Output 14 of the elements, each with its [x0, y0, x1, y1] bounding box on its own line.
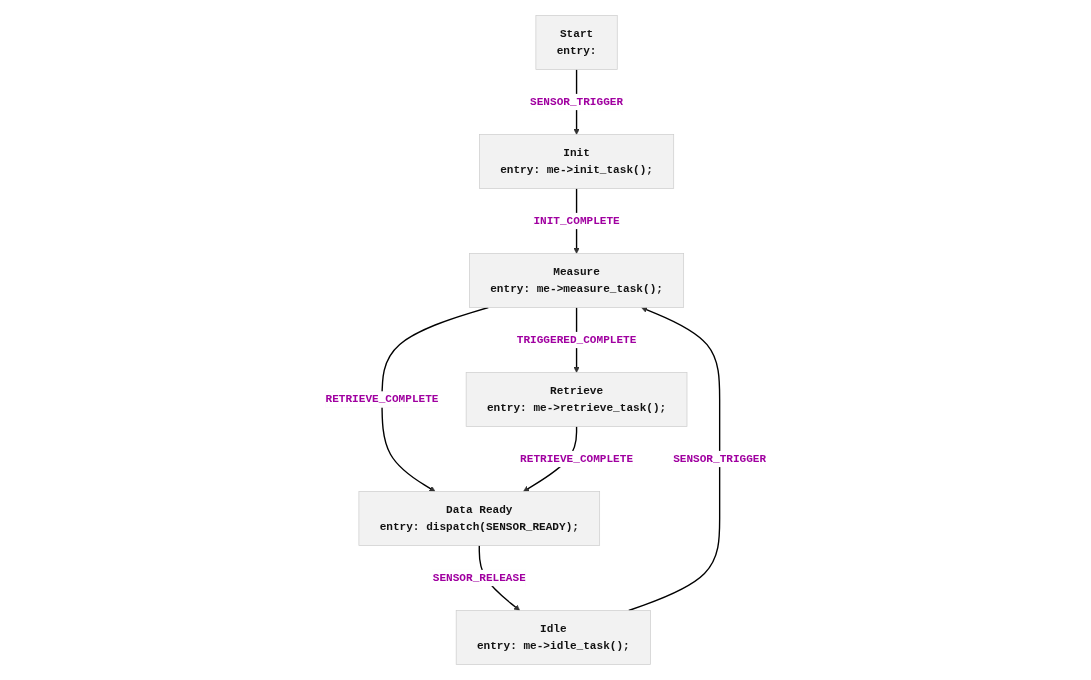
edge-label: SENSOR_RELEASE [432, 571, 526, 585]
edge-label: TRIGGERED_COMPLETE [516, 333, 637, 347]
node-box: Retrieve entry: me->retrieve_task(); [465, 372, 687, 427]
edge-label: RETRIEVE_COMPLETE [325, 393, 439, 406]
edge-label: INIT_COMPLETE [533, 214, 620, 228]
node-box: Idle entry: me->idle_task(); [455, 610, 651, 665]
node-box: Data Ready entry: dispatch(SENSOR_READY); [358, 491, 600, 546]
edge-label: SENSOR_TRIGGER [529, 95, 623, 109]
arrow [380, 306, 489, 492]
node-box: Start entry: [535, 15, 618, 70]
edge-label: RETRIEVE_COMPLETE [519, 452, 633, 466]
node-box: Measure entry: me->measure_task(); [468, 253, 684, 308]
edge-label: SENSOR_TRIGGER [672, 452, 766, 466]
node-box: Init entry: me->init_task(); [478, 134, 674, 189]
